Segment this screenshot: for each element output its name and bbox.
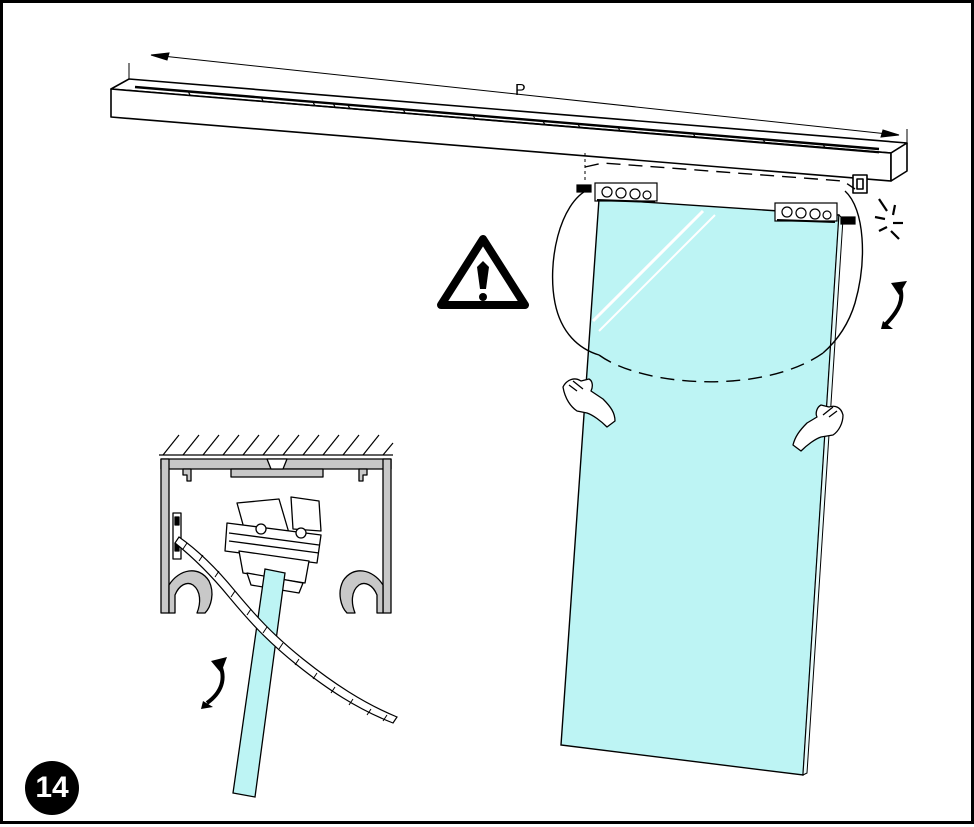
gasket-strip — [174, 536, 398, 724]
hidden-line — [584, 153, 856, 190]
ceiling-hatch — [159, 434, 394, 456]
installation-diagram: P — [110, 52, 908, 798]
glass-section — [232, 568, 286, 798]
rail-profile-section — [160, 458, 392, 614]
glass-door — [560, 198, 844, 776]
detail-bubble-outline — [551, 188, 864, 383]
step-number-badge: 14 — [25, 761, 79, 815]
hand-left — [562, 378, 616, 428]
dimension-label-p: P — [515, 82, 526, 99]
carriage-section — [224, 496, 322, 594]
warning-triangle-icon — [437, 235, 529, 309]
hand-right — [792, 404, 844, 452]
rotate-arrow-icon — [201, 657, 227, 709]
rotate-arrow-icon — [881, 281, 907, 329]
click-burst-icon — [874, 198, 903, 240]
dimension-line-p — [128, 52, 908, 143]
top-rail — [110, 78, 908, 194]
roller-carriage-right — [774, 202, 856, 225]
roller-carriage-left — [576, 182, 658, 203]
